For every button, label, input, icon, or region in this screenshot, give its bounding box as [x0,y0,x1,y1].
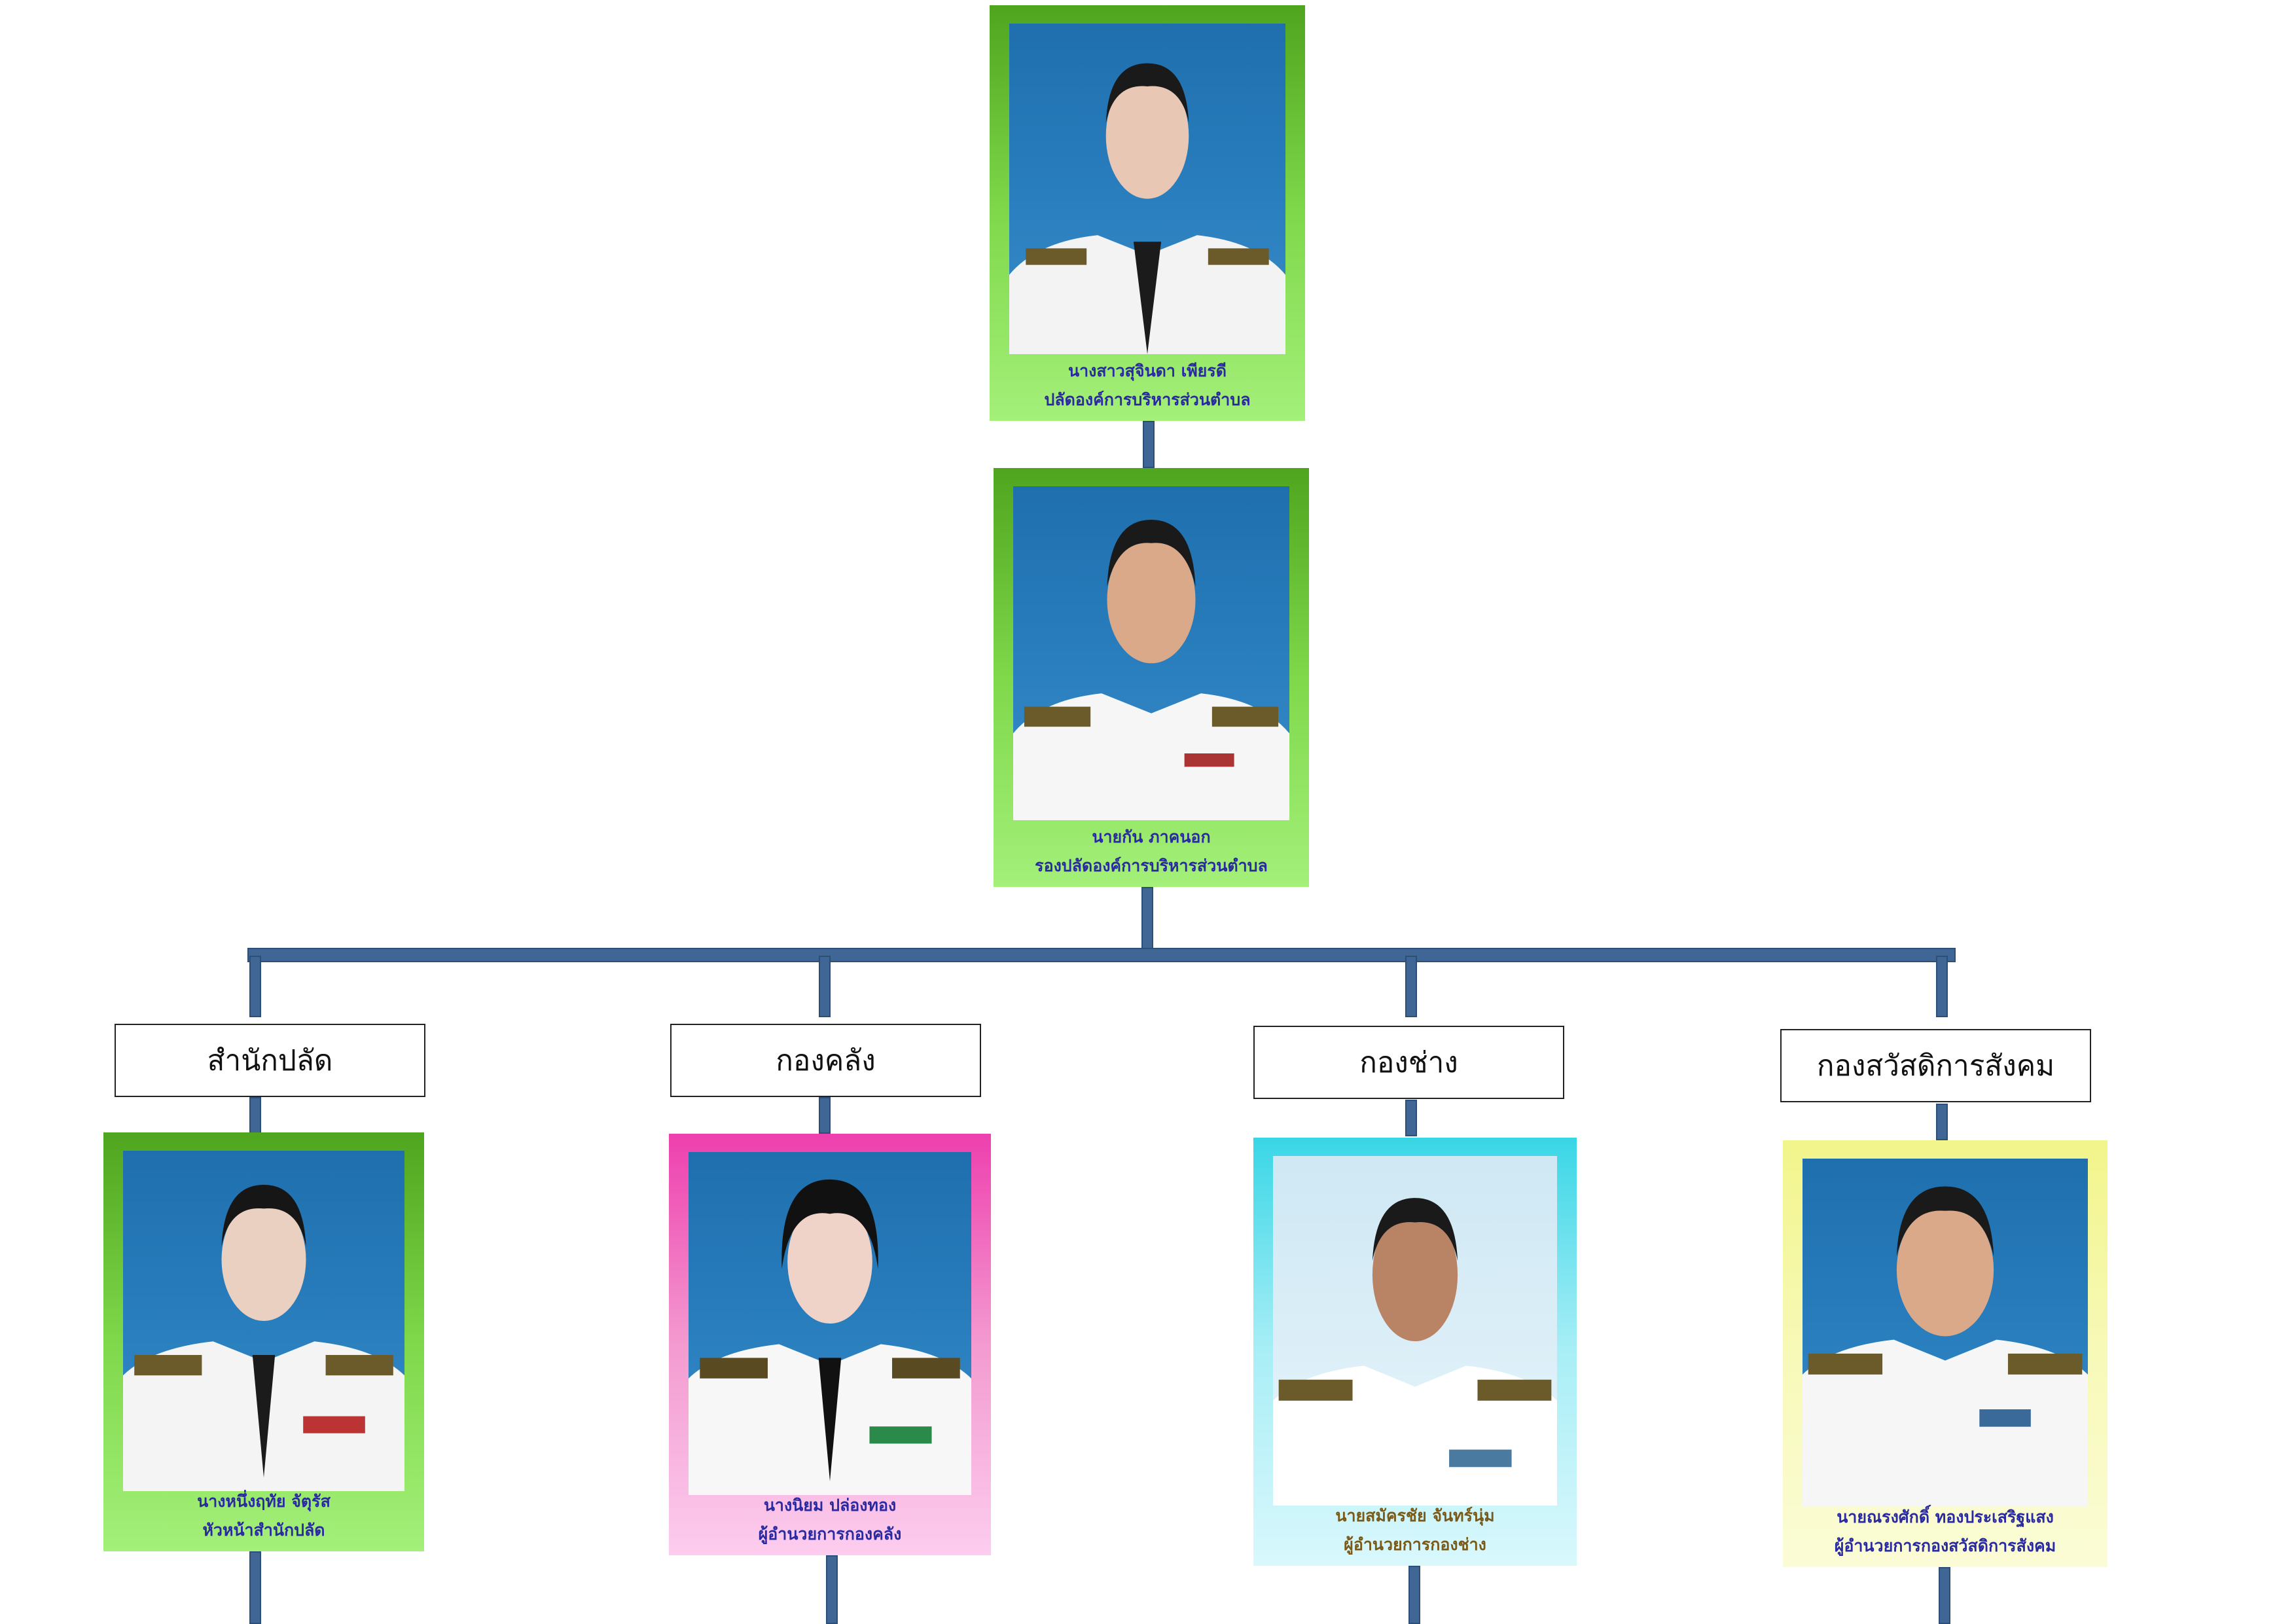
dept-title-2: กองคลัง [670,1024,981,1097]
dept-card-3-name: นายสมัครชัย จันทร์นุ่ม [1335,1506,1495,1525]
dept-card-1: นางหนึ่งฤทัย จัตุรัส หัวหน้าสำนักปลัด [103,1132,424,1551]
head-name: นางสาวสุจินดา เพียรดี [1068,361,1227,380]
dept-title-1: สำนักปลัด [115,1024,425,1097]
connector-horizontal-bus [247,948,1956,962]
connector-card-3-down [1408,1566,1420,1624]
portrait-placeholder-icon [1803,1186,2088,1507]
portrait-photo [1803,1159,2088,1507]
dept-card-3-caption: นายสมัครชัย จันทร์นุ่ม ผู้อำนวยการกองช่า… [1253,1502,1577,1559]
dept-card-2-position: ผู้อำนวยการกองคลัง [758,1525,902,1543]
connector-dept-2-card [819,1097,831,1134]
dept-card-2-caption: นางนิยม ปล่องทอง ผู้อำนวยการกองคลัง [669,1491,991,1549]
dept-card-3: นายสมัครชัย จันทร์นุ่ม ผู้อำนวยการกองช่า… [1253,1138,1577,1566]
dept-card-4-position: ผู้อำนวยการกองสวัสดิการสังคม [1834,1536,2056,1555]
deputy-position: รองปลัดองค์การบริหารส่วนตำบล [1035,856,1268,875]
portrait-placeholder-icon [1009,63,1285,354]
portrait-placeholder-icon [689,1179,971,1495]
portrait-photo [1009,24,1285,354]
portrait-photo [689,1152,971,1495]
dept-card-2-name: นางนิยม ปล่องทอง [763,1496,897,1515]
portrait-placeholder-icon [1273,1198,1557,1506]
head-position: ปลัดองค์การบริหารส่วนตำบล [1044,390,1251,409]
portrait-photo [123,1151,404,1491]
connector-card-2-down [826,1555,838,1624]
connector-dept-3-card [1405,1100,1417,1136]
head-caption: นางสาวสุจินดา เพียรดี ปลัดองค์การบริหารส… [990,357,1305,414]
dept-title-3: กองช่าง [1253,1026,1564,1099]
connector-bus-dept-4 [1936,956,1948,1017]
dept-title-4: กองสวัสดิการสังคม [1780,1029,2091,1102]
deputy-card: นายกัน ภาคนอก รองปลัดองค์การบริหารส่วนตำ… [994,468,1309,887]
connector-bus-dept-1 [249,956,261,1017]
deputy-caption: นายกัน ภาคนอก รองปลัดองค์การบริหารส่วนตำ… [994,823,1309,880]
dept-card-1-caption: นางหนึ่งฤทัย จัตุรัส หัวหน้าสำนักปลัด [103,1487,424,1545]
portrait-photo [1013,486,1289,820]
dept-card-4: นายณรงศักดิ์ ทองประเสริฐแสง ผู้อำนวยการก… [1783,1140,2108,1567]
connector-dept-1-card [249,1097,261,1134]
connector-head-deputy [1143,421,1155,468]
dept-card-1-position: หัวหน้าสำนักปลัด [202,1521,325,1540]
deputy-name: นายกัน ภาคนอก [1092,827,1211,846]
portrait-photo [1273,1156,1557,1506]
connector-bus-dept-3 [1405,956,1417,1017]
dept-card-2: นางนิยม ปล่องทอง ผู้อำนวยการกองคลัง [669,1134,991,1555]
dept-card-4-name: นายณรงศักดิ์ ทองประเสริฐแสง [1837,1507,2054,1526]
head-card: นางสาวสุจินดา เพียรดี ปลัดองค์การบริหารส… [990,5,1305,421]
connector-bus-dept-2 [819,956,831,1017]
connector-card-4-down [1939,1567,1950,1624]
portrait-placeholder-icon [123,1185,404,1491]
dept-card-1-name: นางหนึ่งฤทัย จัตุรัส [197,1492,331,1511]
connector-dept-4-card [1936,1104,1948,1140]
portrait-placeholder-icon [1013,520,1289,820]
connector-deputy-bus [1141,887,1153,958]
connector-card-1-down [249,1551,261,1624]
dept-card-4-caption: นายณรงศักดิ์ ทองประเสริฐแสง ผู้อำนวยการก… [1783,1503,2108,1561]
dept-card-3-position: ผู้อำนวยการกองช่าง [1344,1535,1486,1554]
